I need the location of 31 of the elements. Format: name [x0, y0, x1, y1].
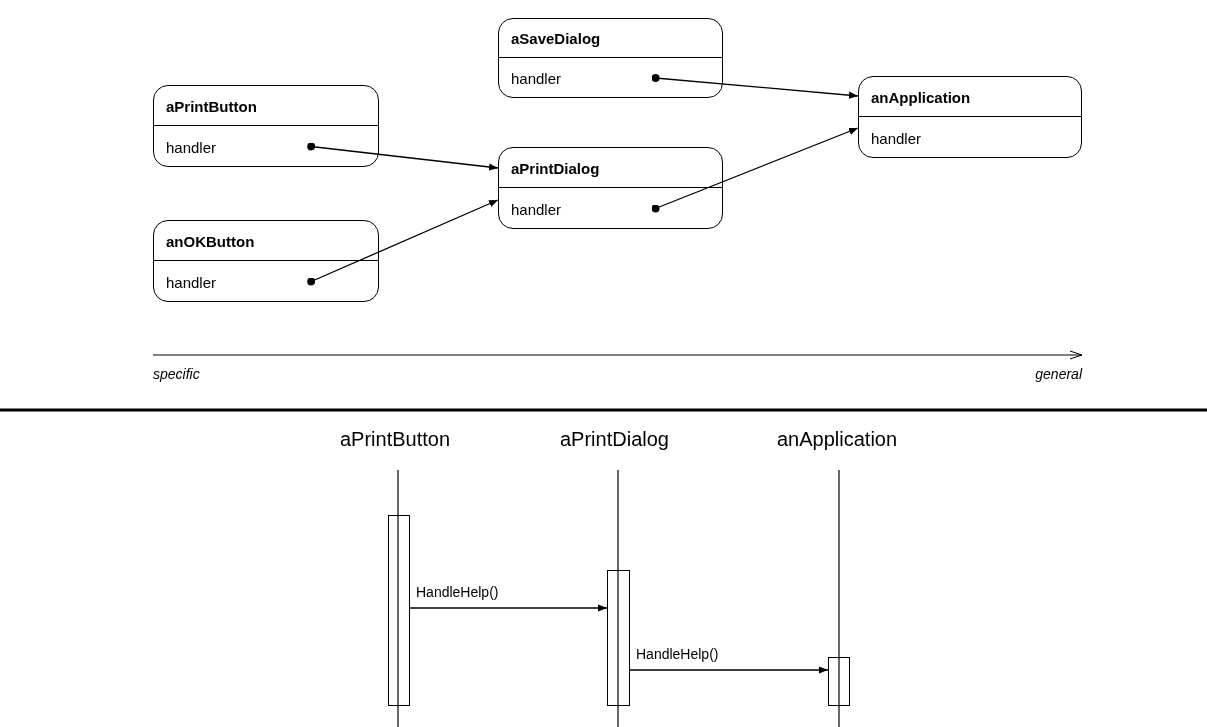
object-box [858, 76, 1082, 158]
object-name: anOKButton [166, 232, 255, 250]
field-label: handler [166, 273, 217, 291]
arrow [629, 666, 829, 674]
message-label: HandleHelp() [636, 646, 719, 662]
object-name: anApplication [871, 88, 971, 106]
arrow [651, 127, 859, 213]
object-box [153, 85, 379, 167]
message-label: HandleHelp() [416, 584, 499, 600]
activation-bar [607, 570, 630, 706]
object-box [498, 18, 723, 98]
arrow [651, 74, 859, 99]
field-label: handler [511, 200, 562, 218]
field-label: handler [511, 70, 562, 87]
arrow [409, 604, 608, 612]
lifeline-label: aPrintButton [340, 428, 451, 451]
object-name: aPrintButton [166, 97, 257, 115]
axis-label: general [1035, 366, 1082, 382]
object-box [498, 147, 723, 229]
lifeline-label: aPrintDialog [560, 428, 669, 451]
field-label: handler [166, 138, 217, 156]
object-name: aSaveDialog [511, 30, 601, 47]
field-label: handler [871, 129, 922, 147]
activation-bar [828, 657, 850, 706]
object-box [153, 220, 379, 302]
arrow [307, 199, 499, 286]
activation-bar [388, 515, 410, 706]
object-name: aPrintDialog [511, 159, 600, 177]
lifeline-label: anApplication [777, 428, 898, 451]
arrow [307, 142, 499, 171]
axis-label: specific [153, 366, 200, 382]
